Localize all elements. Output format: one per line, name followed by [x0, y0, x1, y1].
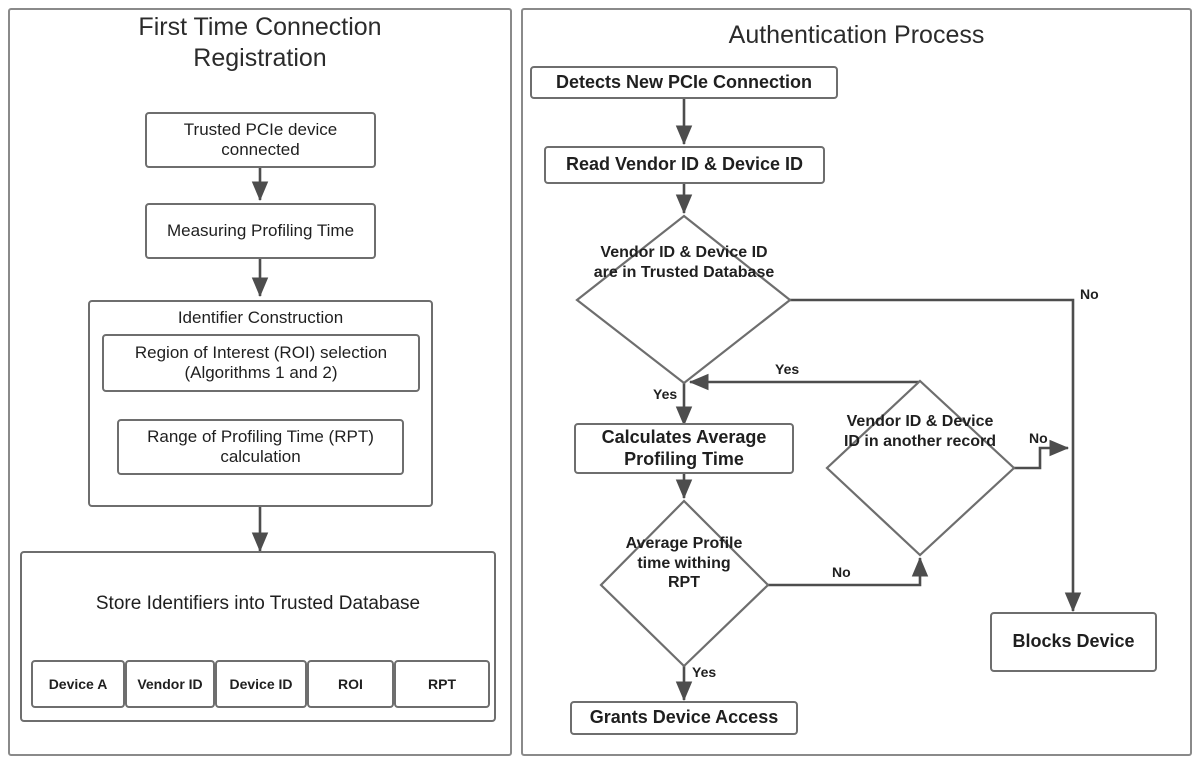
edge-decision3-no-to-decision2	[767, 556, 929, 587]
table-cell-device-a-label: Device A	[48, 675, 108, 692]
group-identifier-construction-label: Identifier Construction	[177, 308, 344, 327]
node-grants-device-access[interactable]: Grants Device Access	[570, 701, 798, 735]
right-panel-title: Authentication Process	[728, 21, 985, 49]
node-read-vendor-device-id-label: Read Vendor ID & Device ID	[565, 154, 804, 175]
node-roi-selection[interactable]: Region of Interest (ROI) selection (Algo…	[102, 334, 420, 392]
node-rpt-calculation-label: Range of Profiling Time (RPT) calculatio…	[147, 426, 374, 466]
node-blocks-device-label: Blocks Device	[1012, 631, 1135, 652]
left-panel-title: First Time Connection Registration	[8, 12, 512, 73]
table-cell-roi-label: ROI	[338, 675, 363, 692]
node-rpt-calculation[interactable]: Range of Profiling Time (RPT) calculatio…	[117, 419, 404, 475]
node-blocks-device[interactable]: Blocks Device	[990, 612, 1157, 672]
table-cell-device-a[interactable]: Device A	[31, 660, 125, 708]
table-cell-vendor-id[interactable]: Vendor ID	[125, 660, 215, 708]
left-panel-title-line2: Registration	[193, 43, 327, 72]
left-panel-title-line1: First Time Connection	[138, 13, 382, 41]
node-detects-new-pcie-connection-label: Detects New PCIe Connection	[555, 71, 813, 92]
edge-label-another-record-yes: Yes	[775, 361, 800, 377]
node-measuring-profiling-time[interactable]: Measuring Profiling Time	[145, 203, 376, 259]
table-cell-device-id-label: Device ID	[229, 675, 293, 692]
node-calculates-average-profiling-time[interactable]: Calculates Average Profiling Time	[574, 423, 794, 474]
node-detects-new-pcie-connection[interactable]: Detects New PCIe Connection	[530, 66, 838, 99]
edge-label-trusted-db-yes: Yes	[653, 386, 678, 402]
node-trusted-pcie-device-connected-label: Trusted PCIe device connected	[183, 119, 338, 159]
node-grants-device-access-label: Grants Device Access	[589, 707, 779, 728]
table-cell-device-id[interactable]: Device ID	[215, 660, 307, 708]
edge-label-within-rpt-yes: Yes	[692, 664, 717, 680]
decision-within-rpt-shape[interactable]	[599, 499, 770, 668]
table-cell-rpt-label: RPT	[428, 675, 456, 692]
node-roi-selection-label: Region of Interest (ROI) selection (Algo…	[134, 342, 388, 382]
node-measuring-profiling-time-label: Measuring Profiling Time	[166, 220, 355, 240]
table-cell-vendor-id-label: Vendor ID	[137, 675, 203, 692]
decision-another-record-shape[interactable]	[825, 379, 1016, 557]
node-trusted-pcie-device-connected[interactable]: Trusted PCIe device connected	[145, 112, 376, 168]
decision-trusted-db-shape[interactable]	[575, 214, 792, 385]
group-store-identifiers-label: Store Identifiers into Trusted Database	[95, 593, 421, 614]
node-calculates-average-profiling-time-label: Calculates Average Profiling Time	[601, 426, 767, 469]
edge-decision2-no-to-trunk	[1013, 439, 1070, 470]
group-identifier-construction[interactable]	[88, 300, 433, 507]
table-cell-roi[interactable]: ROI	[307, 660, 394, 708]
node-read-vendor-device-id[interactable]: Read Vendor ID & Device ID	[544, 146, 825, 184]
edge-label-trusted-db-no: No	[1080, 286, 1099, 302]
table-cell-rpt[interactable]: RPT	[394, 660, 490, 708]
edge-decision1-no-to-blocks	[790, 298, 1082, 613]
edge-label-another-record-no: No	[1029, 430, 1048, 446]
edge-label-within-rpt-no: No	[832, 564, 851, 580]
